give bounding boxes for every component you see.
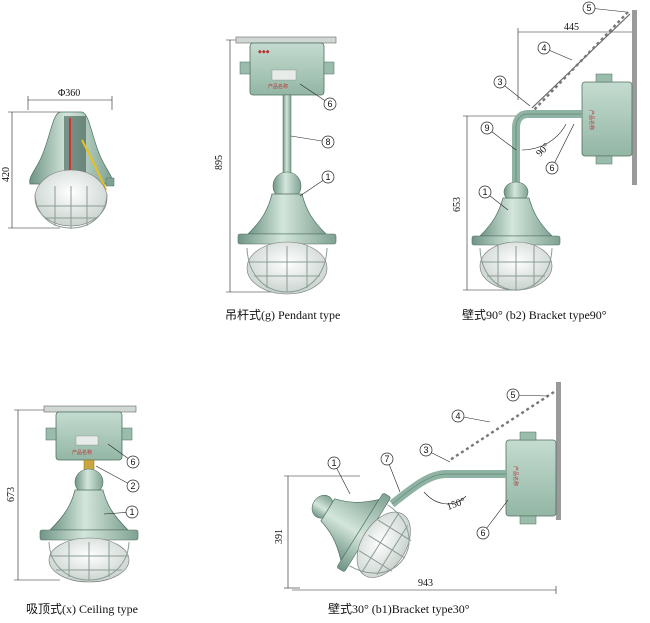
- callout-label: 5: [586, 3, 591, 13]
- callout-bracket90-3: 3: [493, 75, 531, 107]
- dim-diameter: Φ360: [58, 88, 80, 99]
- callout-bracket90-6: 6: [545, 123, 575, 175]
- dim-bracket30-angle: 150°: [445, 496, 467, 513]
- callout-label: 3: [497, 77, 502, 87]
- callout-label: 1: [482, 187, 487, 197]
- callout-pendant-8: 8: [290, 135, 335, 149]
- caption-bracket90: 壁式90° (b2) Bracket type90°: [462, 308, 607, 322]
- callout-bracket30-7: 7: [380, 452, 401, 493]
- callout-label: 4: [455, 411, 460, 421]
- callout-label: 6: [480, 528, 485, 538]
- callout-label: 6: [327, 99, 332, 109]
- svg-text:◆◆◆: ◆◆◆: [258, 49, 270, 55]
- callout-label: 4: [541, 43, 546, 53]
- dim-bracket30-height: 391: [274, 529, 285, 544]
- svg-text:产品名称: 产品名称: [72, 449, 92, 456]
- callout-bracket90-5: 5: [582, 1, 627, 15]
- callout-bracket30-3: 3: [419, 443, 451, 463]
- dim-ceiling-height: 673: [6, 487, 17, 502]
- figure-sectional-view: Φ360 420: [1, 88, 115, 229]
- callout-bracket90-9: 9: [480, 121, 517, 151]
- figure-bracket-90: 445 653 产品名称 90°: [452, 10, 637, 291]
- callout-label: 5: [510, 390, 515, 400]
- dim-height-main: 420: [1, 167, 12, 182]
- dim-pendant-height: 895: [214, 155, 225, 170]
- callout-pendant-1: 1: [299, 170, 335, 197]
- svg-text:产品名称: 产品名称: [588, 110, 595, 130]
- callout-ceiling-1: 1: [103, 505, 139, 519]
- callout-label: 1: [325, 172, 330, 182]
- caption-pendant: 吊杆式(g) Pendant type: [225, 308, 341, 322]
- caption-ceiling: 吸顶式(x) Ceiling type: [26, 602, 138, 616]
- callout-label: 1: [129, 507, 134, 517]
- dim-bracket30-width: 943: [418, 578, 433, 589]
- callout-label: 6: [130, 457, 135, 467]
- callout-bracket30-5: 5: [506, 388, 549, 402]
- callout-label: 3: [423, 445, 428, 455]
- callout-bracket30-6: 6: [476, 499, 509, 540]
- callout-bracket30-4: 4: [451, 409, 491, 423]
- callout-pendant-6: 6: [299, 83, 337, 111]
- callout-ceiling-2: 2: [95, 465, 140, 493]
- callout-label: 2: [130, 481, 135, 491]
- caption-bracket30: 壁式30° (b1)Bracket type30°: [328, 602, 470, 616]
- callout-label: 1: [331, 458, 336, 468]
- callout-label: 9: [484, 123, 489, 133]
- figure-ceiling: 673 产品名称: [6, 405, 139, 583]
- figure-pendant: 895 产品名称 ◆◆◆: [214, 36, 337, 295]
- callout-label: 8: [325, 137, 330, 147]
- callout-label: 7: [384, 454, 389, 464]
- dim-bracket90-width: 445: [564, 22, 579, 33]
- svg-text:产品名称: 产品名称: [268, 83, 288, 90]
- callout-layer: 6 8 1 5 4 3 9 6 1 6 2 1 5 4 3 7 1 6: [95, 1, 627, 540]
- svg-text:产品名称: 产品名称: [512, 466, 519, 486]
- figure-bracket-30: 391 943 产品名称 150°: [274, 382, 561, 594]
- callout-label: 6: [549, 163, 554, 173]
- dim-bracket90-angle: 90°: [534, 141, 552, 159]
- dim-bracket90-height: 653: [452, 197, 463, 212]
- callout-bracket90-1: 1: [478, 185, 509, 211]
- callout-bracket90-4: 4: [537, 41, 573, 61]
- callout-ceiling-6: 6: [107, 443, 140, 469]
- callout-bracket30-1: 1: [327, 456, 351, 495]
